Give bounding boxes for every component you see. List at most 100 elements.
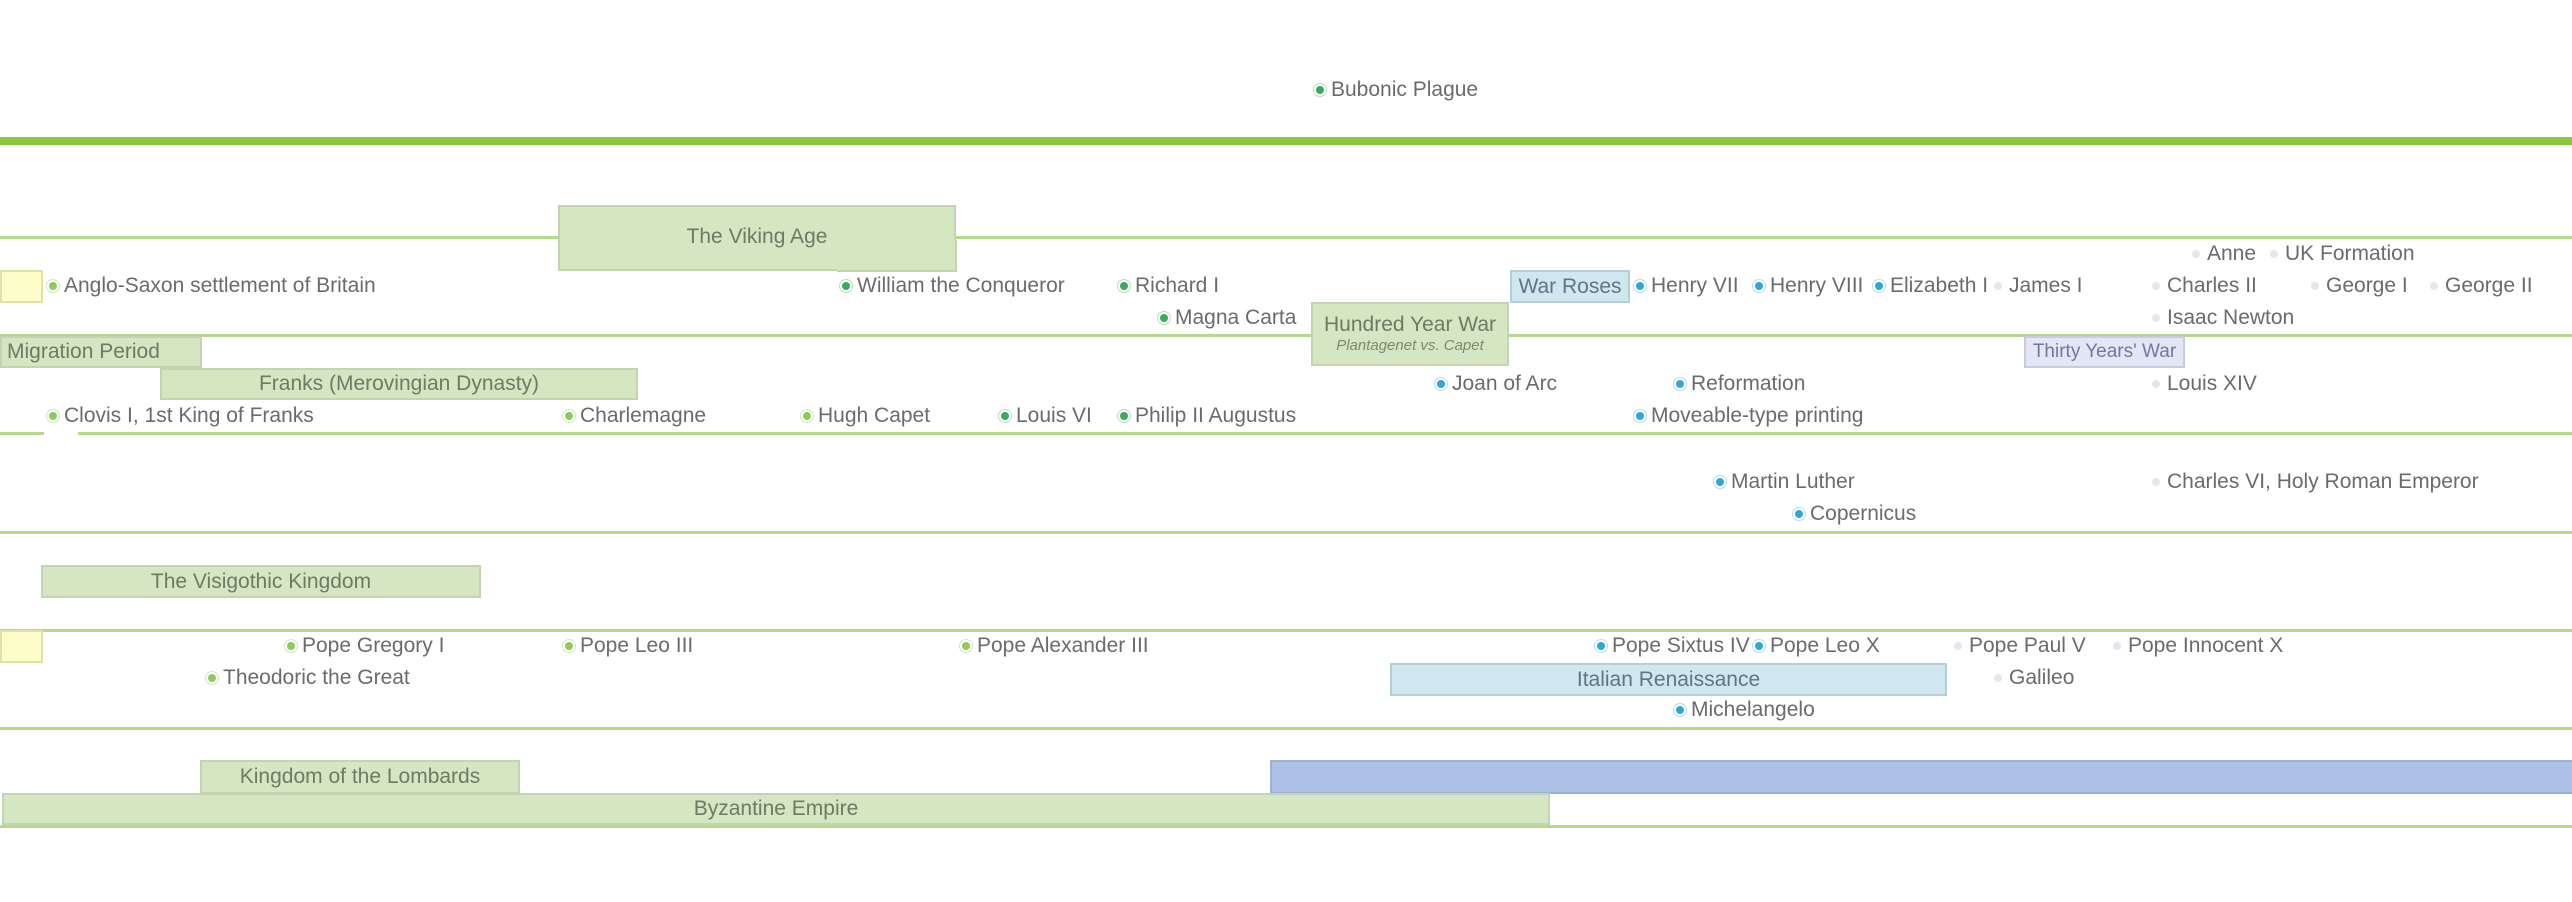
event-louis-vi[interactable]: Louis VI [1001,404,1092,428]
event-dot-icon [1994,674,2002,682]
event-pope-alexander[interactable]: Pope Alexander III [962,634,1149,658]
event-printing[interactable]: Moveable-type printing [1636,404,1863,428]
event-label: Richard I [1135,274,1220,297]
event-magna-carta[interactable]: Magna Carta [1160,306,1296,330]
event-bubonic-plague[interactable]: Bubonic Plague [1316,78,1478,102]
period-lombards[interactable]: Kingdom of the Lombards [200,760,520,794]
event-dot-icon [565,412,573,420]
event-richard-i[interactable]: Richard I [1120,274,1219,298]
event-joan-of-arc[interactable]: Joan of Arc [1437,372,1557,396]
event-pope-paul[interactable]: Pope Paul V [1954,634,2086,658]
event-label: Bubonic Plague [1331,78,1479,101]
lane-line [78,432,2572,435]
event-label: Clovis I, 1st King of Franks [64,404,314,427]
event-dot-icon [1120,412,1128,420]
event-dot-icon [2311,282,2319,290]
event-pope-gregory[interactable]: Pope Gregory I [287,634,444,658]
period-yellow-marker[interactable] [0,270,43,303]
event-label: Joan of Arc [1452,372,1558,395]
period-label: Migration Period [7,340,160,363]
event-george-ii[interactable]: George II [2430,274,2533,298]
event-label: Pope Leo X [1770,634,1880,657]
event-charles-vi[interactable]: Charles VI, Holy Roman Emperor [2152,470,2479,494]
period-label: Byzantine Empire [693,797,859,820]
lane-line [0,334,2572,337]
event-dot-icon [287,642,295,650]
event-george-i[interactable]: George I [2311,274,2408,298]
event-hugh-capet[interactable]: Hugh Capet [803,404,930,428]
event-dot-icon [1716,478,1724,486]
event-dot-icon [49,282,57,290]
event-pope-leo-x[interactable]: Pope Leo X [1755,634,1880,658]
event-dot-icon [1636,412,1644,420]
event-william[interactable]: William the Conqueror [842,274,1065,298]
period-visigothic[interactable]: The Visigothic Kingdom [41,565,481,598]
period-sublabel: Plantagenet vs. Capet [1336,337,1484,355]
period-label: Franks (Merovingian Dynasty) [258,372,540,395]
period-italian-renaissance[interactable]: Italian Renaissance [1390,663,1947,696]
event-label: Henry VII [1651,274,1739,297]
event-theodoric[interactable]: Theodoric the Great [208,666,410,690]
event-dot-icon [962,642,970,650]
period-label: The Viking Age [686,225,828,248]
event-label: Philip II Augustus [1135,404,1297,427]
period-war-roses[interactable]: War Roses [1510,270,1630,303]
event-isaac-newton[interactable]: Isaac Newton [2152,306,2294,330]
event-label: Isaac Newton [2167,306,2295,329]
period-label: The Visigothic Kingdom [150,569,372,593]
event-dot-icon [1001,412,1009,420]
event-henry-vii[interactable]: Henry VII [1636,274,1739,298]
lane-line [0,727,2572,730]
event-pope-innocent[interactable]: Pope Innocent X [2113,634,2283,658]
event-label: George I [2326,274,2408,297]
event-label: Michelangelo [1691,698,1815,721]
event-michelangelo[interactable]: Michelangelo [1676,698,1815,722]
event-james-i[interactable]: James I [1994,274,2083,298]
event-dot-icon [2430,282,2438,290]
period-byzantine[interactable]: Byzantine Empire [2,793,1550,825]
event-label: Louis VI [1016,404,1092,427]
period-migration[interactable]: Migration Period [0,336,202,368]
period-hundred-year-war[interactable]: Hundred Year War Plantagenet vs. Capet [1311,302,1509,366]
lane-line [0,432,44,435]
event-dot-icon [1994,282,2002,290]
event-dot-icon [842,282,850,290]
period-blue-band[interactable] [1270,760,2572,794]
period-thirty-years-war[interactable]: Thirty Years' War [2024,336,2185,368]
event-dot-icon [1676,380,1684,388]
event-pope-sixtus[interactable]: Pope Sixtus IV [1597,634,1750,658]
event-dot-icon [2152,314,2160,322]
lane-line [955,236,2572,239]
event-label: Charlemagne [580,404,707,427]
event-label: Moveable-type printing [1651,404,1864,427]
period-yellow-marker[interactable] [0,630,43,663]
event-dot-icon [208,674,216,682]
period-label: Kingdom of the Lombards [239,765,481,788]
event-anne[interactable]: Anne [2192,242,2256,266]
event-reformation[interactable]: Reformation [1676,372,1805,396]
event-dot-icon [803,412,811,420]
event-copernicus[interactable]: Copernicus [1795,502,1916,526]
event-label: UK Formation [2285,242,2415,265]
event-philip-ii[interactable]: Philip II Augustus [1120,404,1296,428]
event-label: James I [2009,274,2083,297]
event-uk-formation[interactable]: UK Formation [2270,242,2415,266]
event-louis-xiv[interactable]: Louis XIV [2152,372,2257,396]
event-charles-ii[interactable]: Charles II [2152,274,2257,298]
event-henry-viii[interactable]: Henry VIII [1755,274,1863,298]
period-label: War Roses [1518,274,1622,298]
event-label: William the Conqueror [857,274,1065,297]
event-galileo[interactable]: Galileo [1994,666,2074,690]
period-viking-age[interactable]: The Viking Age [558,205,956,271]
event-dot-icon [2152,282,2160,290]
period-franks[interactable]: Franks (Merovingian Dynasty) [160,368,638,400]
event-pope-leo-iii[interactable]: Pope Leo III [565,634,693,658]
event-dot-icon [1875,282,1883,290]
event-martin-luther[interactable]: Martin Luther [1716,470,1855,494]
event-dot-icon [1755,642,1763,650]
event-elizabeth-i[interactable]: Elizabeth I [1875,274,1988,298]
event-charlemagne[interactable]: Charlemagne [565,404,706,428]
event-anglo-saxon[interactable]: Anglo-Saxon settlement of Britain [49,274,376,298]
event-label: Pope Innocent X [2128,634,2284,657]
event-clovis[interactable]: Clovis I, 1st King of Franks [49,404,314,428]
